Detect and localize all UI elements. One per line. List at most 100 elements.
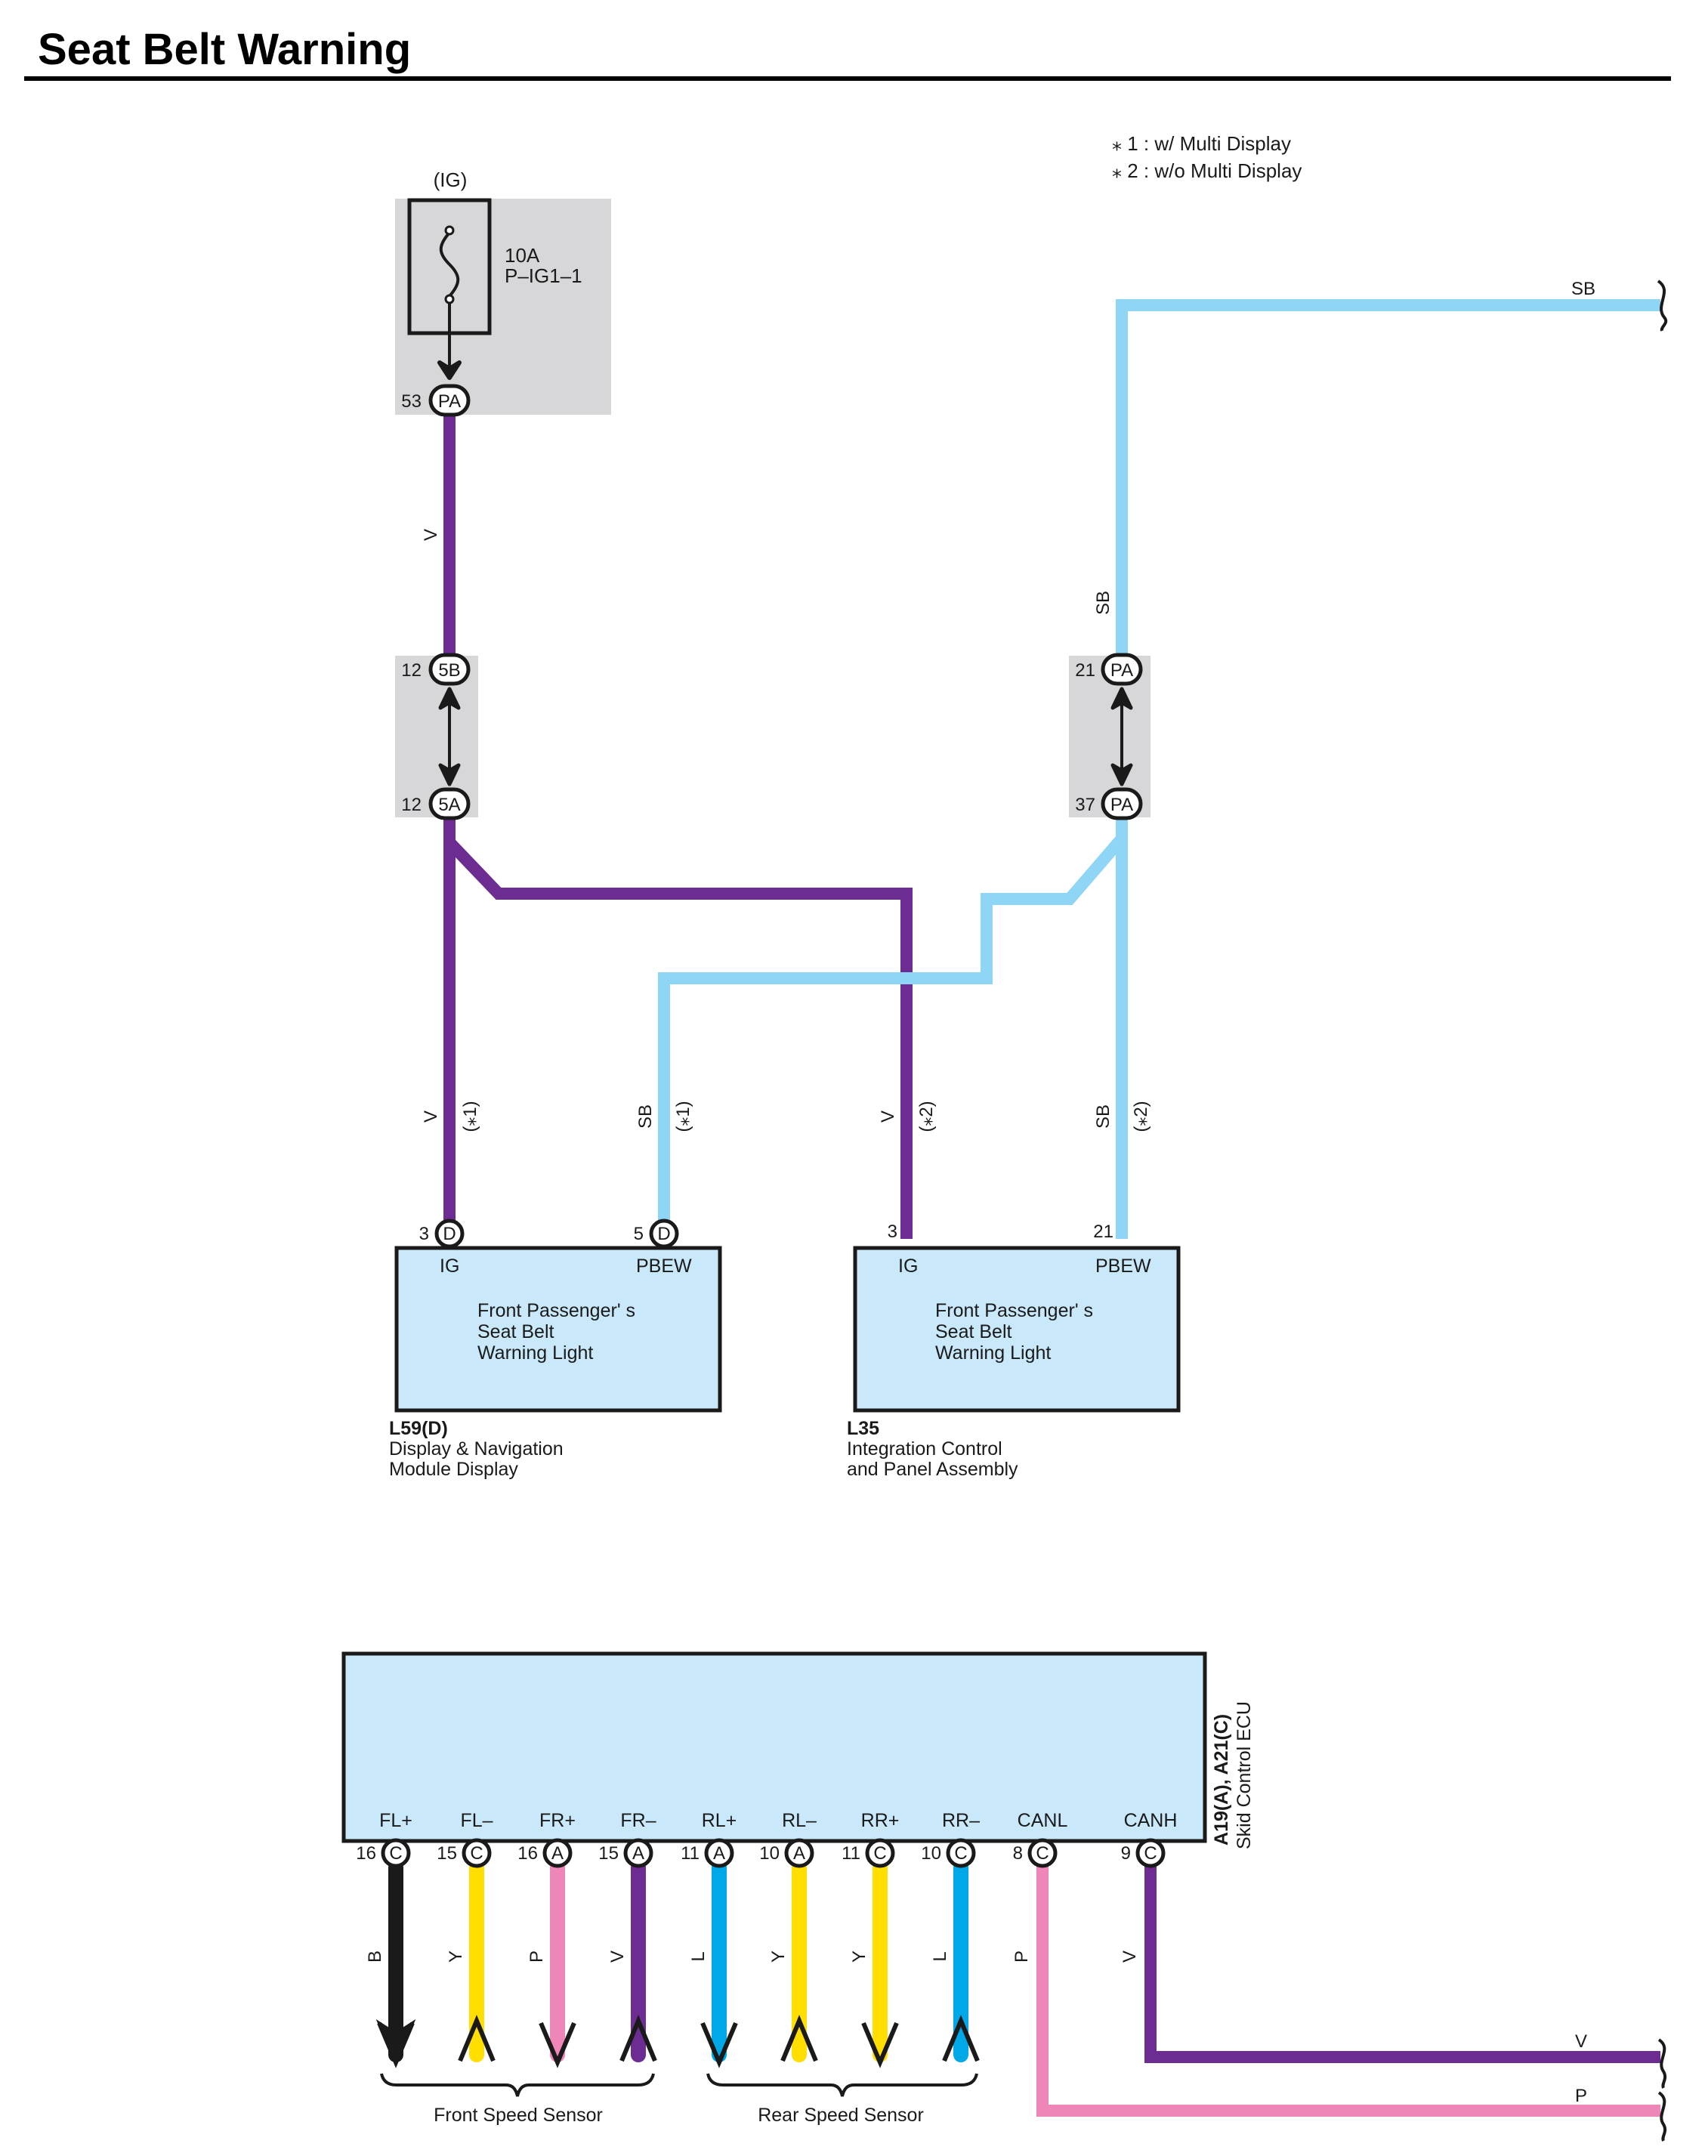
pin-connector-code: C <box>1036 1843 1049 1864</box>
l59-terminal-ig <box>434 1219 465 1249</box>
l59-inner-1: Front Passenger' s <box>477 1300 635 1321</box>
pin-label: FR– <box>620 1810 656 1831</box>
ecu-name: Skid Control ECU <box>1234 1701 1255 1849</box>
wire-sb-top <box>1116 299 1660 672</box>
wires-can <box>1036 1862 1660 2117</box>
l35-inner-1: Front Passenger' s <box>935 1300 1093 1321</box>
wire-label-l35-pbew: SB <box>1093 1104 1113 1129</box>
pin-wire-color-label: Y <box>446 1951 466 1963</box>
fuse-rating: 10A <box>505 244 540 267</box>
wire-break-icon-p <box>1657 2091 1667 2142</box>
wire-note-l35-pbew: (⁎2) <box>1131 1101 1151 1132</box>
pin-wire-color-label: L <box>930 1951 950 1961</box>
front-speed-sensor-label: Front Speed Sensor <box>434 2105 603 2126</box>
connector-code: 5A <box>438 795 460 815</box>
l35-box <box>853 1246 1181 1413</box>
arrow-up-icon <box>438 687 461 710</box>
pin-label: CANH <box>1124 1810 1178 1831</box>
fuse-name: P–IG1–1 <box>505 264 582 287</box>
ecu-pins: C16FL+BC15FL–YA16FR+PA15FR–VA11RL+LA10RL… <box>356 1810 1177 2068</box>
l59-ig-label: IG <box>440 1256 459 1277</box>
arrow-up-icon <box>458 2015 496 2062</box>
wire-label-out-p: P <box>1575 2086 1587 2106</box>
l35-ig-num: 3 <box>888 1222 897 1242</box>
pin-wire-color-label: Y <box>849 1951 869 1963</box>
fuse-pin-top <box>444 225 455 236</box>
junction-left: 5B 12 5A 12 <box>401 653 471 820</box>
terminal-number: 12 <box>401 795 422 815</box>
pin-wire-color-label: L <box>688 1951 709 1961</box>
wire-label-out-v: V <box>1575 2031 1587 2052</box>
wire-label-sb: SB <box>1093 591 1113 615</box>
arrow-up-icon <box>942 2015 980 2062</box>
wire-p-canl <box>1036 1862 1660 2117</box>
wire-sb-to-l59-pbew <box>658 834 1127 1231</box>
l59-box <box>394 1246 722 1413</box>
front-sensor-brace <box>380 2073 655 2097</box>
page-title: Seat Belt Warning <box>38 25 411 74</box>
wire-break-icon-v <box>1657 2038 1667 2089</box>
pin-label: RR– <box>942 1810 980 1831</box>
l59-terminal-pbew <box>649 1219 679 1249</box>
ecu-code: A19(A), A21(C) <box>1211 1714 1232 1846</box>
pin-label: FL+ <box>379 1810 412 1831</box>
wire-label-sb-right: SB <box>1571 279 1595 299</box>
l35-ig-label: IG <box>898 1256 918 1277</box>
pin-terminal <box>946 1838 976 1868</box>
pin-connector-code: C <box>1144 1843 1157 1864</box>
pin-number: 9 <box>1121 1843 1131 1864</box>
pin-terminal <box>1135 1838 1166 1868</box>
connector-code: 5B <box>438 660 460 681</box>
title-underline <box>24 76 1671 81</box>
l35-pbew-label: PBEW <box>1095 1256 1151 1277</box>
arrow-down-icon <box>438 763 461 786</box>
pin-number: 11 <box>681 1843 700 1864</box>
terminal-number: 12 <box>401 660 422 681</box>
l59-ig-num: 3 <box>419 1224 429 1244</box>
fuse-pin-bottom <box>444 294 455 304</box>
pin-number: 10 <box>759 1843 780 1864</box>
pin-connector-code: C <box>389 1843 402 1864</box>
pin-wire-color-label: V <box>607 1951 628 1963</box>
arrow-down-icon <box>539 2022 576 2068</box>
l59-code: L59(D) <box>389 1418 448 1439</box>
wire-break-icon-sb <box>1657 280 1668 332</box>
l59-pbew-num: 5 <box>634 1224 644 1244</box>
l35-code: L35 <box>847 1418 879 1439</box>
wire-v-to-l35-ig <box>443 814 913 1239</box>
pin-label: FL– <box>460 1810 493 1831</box>
junction-right: PA 21 PA 37 <box>1075 653 1143 820</box>
pin-wire-color-label: P <box>527 1951 547 1963</box>
l59-pbew-label: PBEW <box>636 1256 692 1277</box>
pin-wire-color-label: V <box>1120 1951 1140 1963</box>
pin-terminal <box>542 1838 573 1868</box>
connector-pa-53: PA 53 <box>401 384 471 417</box>
pin-terminal <box>462 1838 492 1868</box>
fuse-supply-label: (IG) <box>434 168 468 191</box>
ecu-pin-canh: C9 CANH V <box>1120 1810 1177 1963</box>
pin-number: 11 <box>842 1843 860 1864</box>
l35-name-1: Integration Control <box>847 1438 1002 1459</box>
l59-pbew-conn: D <box>657 1224 670 1244</box>
pin-wire-color-label: Y <box>768 1951 789 1963</box>
l59-name-1: Display & Navigation <box>389 1438 564 1459</box>
pin-number: 10 <box>921 1843 941 1864</box>
pin-label: RL+ <box>702 1810 737 1831</box>
connector-code: PA <box>438 391 461 412</box>
l35-inner-3: Warning Light <box>935 1342 1051 1364</box>
pin-label: CANL <box>1018 1810 1068 1831</box>
pin-number: 16 <box>517 1843 538 1864</box>
l35-inner-2: Seat Belt <box>935 1321 1012 1342</box>
pin-terminal <box>784 1838 814 1868</box>
wire-note-l35-ig: (⁎2) <box>916 1101 937 1132</box>
fuse-element-icon <box>439 231 460 298</box>
terminal-number: 37 <box>1075 795 1095 815</box>
pin-terminal <box>704 1838 734 1868</box>
fuse-arrow-icon <box>437 360 462 380</box>
